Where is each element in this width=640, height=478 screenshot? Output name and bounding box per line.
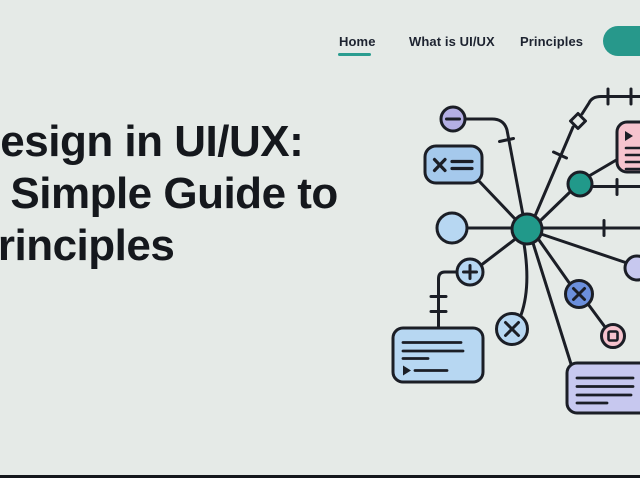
connector-diamond [533, 125, 575, 218]
nav-link-what-is-uiux[interactable]: What is UI/UX [409, 34, 495, 49]
right-edge-circle [623, 254, 640, 282]
minus-circle-node [439, 105, 467, 133]
tick-mark [552, 150, 568, 160]
plus-circle-node [455, 257, 485, 287]
connector-to-pink-card [587, 157, 620, 178]
x-circle-pale-node [495, 312, 529, 346]
next-section-edge [0, 475, 640, 478]
plus-icon [462, 264, 478, 280]
note-card-bottom-right [565, 361, 640, 415]
plain-circle-left [435, 211, 469, 245]
cta-button[interactable]: Rese [603, 26, 640, 56]
connector-minus [463, 117, 525, 217]
connector-right-edge-circle [539, 232, 629, 265]
nav-link-home[interactable]: Home [339, 34, 376, 49]
square-dot-circle [600, 323, 626, 349]
connector-plus [478, 238, 516, 268]
square-icon [607, 330, 619, 342]
page-title-line-1: Design in UI/UX: [0, 117, 304, 166]
connector-top-rail [580, 95, 640, 116]
tick-mark [498, 137, 515, 143]
nav-link-principles[interactable]: Principles [520, 34, 584, 49]
play-icon [625, 131, 633, 141]
x-icon [572, 287, 586, 301]
x-circle-blue-node [564, 279, 594, 309]
text-lines-icon [575, 376, 635, 405]
diagram-connectors [429, 87, 640, 366]
connector-plus-elbow [437, 270, 459, 330]
formula-card-node [423, 144, 484, 185]
connector-square-dot [586, 302, 607, 329]
central-hub [510, 212, 544, 246]
pink-note-card-node [615, 120, 640, 174]
connector-formula [476, 178, 519, 223]
note-card-left-node [391, 326, 485, 384]
teal-junction-circle [566, 170, 594, 198]
note-card-bottom-right-node [565, 361, 640, 415]
page-title: Design in UI/UX: A Simple Guide to Princ… [0, 116, 338, 272]
connector-x-blue [537, 238, 572, 286]
page-title-line-2: A Simple Guide to [0, 169, 338, 218]
text-lines-icon [401, 341, 465, 372]
diamond-junction [569, 112, 587, 130]
formula-card [423, 144, 484, 185]
page-title-line-3: Principles [0, 221, 175, 270]
play-icon [403, 365, 411, 376]
x-icon [504, 321, 520, 337]
square-dot-node [600, 323, 626, 349]
connector-x-pale [519, 242, 529, 317]
text-lines-icon [624, 146, 640, 171]
note-card-left [391, 326, 485, 384]
connector-bottom-card [531, 241, 573, 366]
active-nav-underline [338, 53, 371, 56]
connector-teal-junction [538, 190, 572, 223]
x-equals-glyph [432, 157, 474, 173]
